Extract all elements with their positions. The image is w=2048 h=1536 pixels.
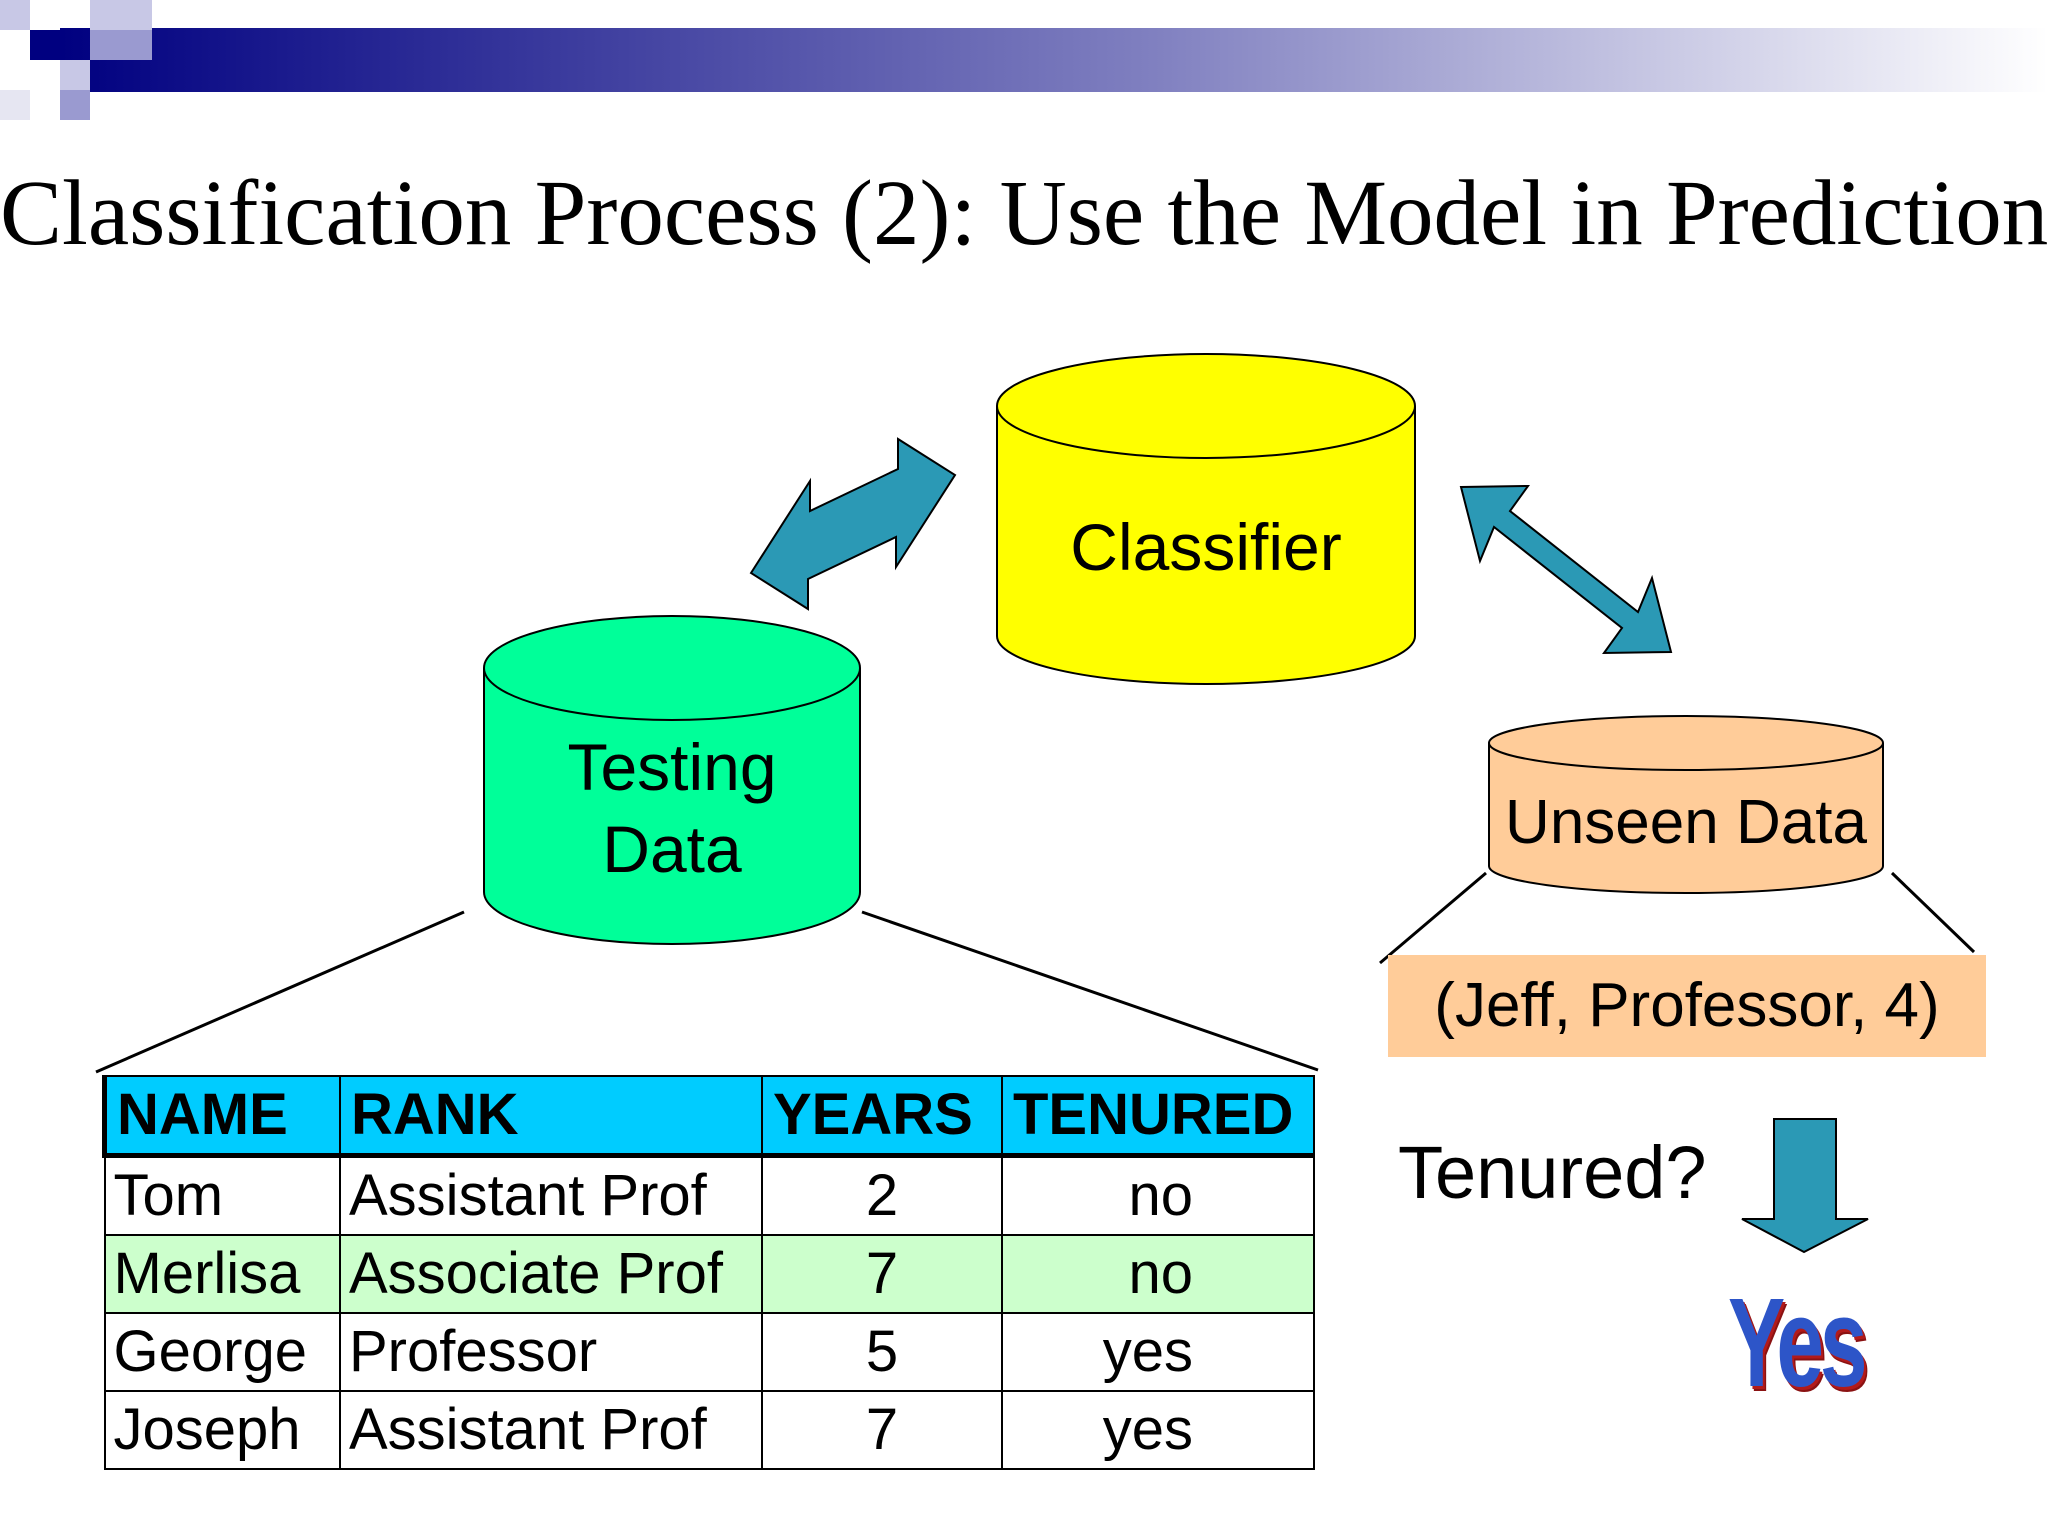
cell-years: 5 <box>761 1312 1003 1392</box>
prediction-question: Tenured? <box>1398 1131 1707 1214</box>
classifier-cylinder: Classifier <box>996 353 1416 685</box>
table-row: Joseph Assistant Prof 7 yes <box>103 1390 1315 1470</box>
banner-square <box>90 30 152 60</box>
header-tenured: TENURED <box>1001 1075 1315 1157</box>
classifier-label: Classifier <box>1070 510 1341 584</box>
cell-rank: Assistant Prof <box>339 1390 763 1470</box>
cell-name: Tom <box>103 1154 341 1236</box>
banner-bar <box>60 28 2048 92</box>
cell-name: Merlisa <box>103 1234 341 1314</box>
cell-rank: Professor <box>339 1312 763 1392</box>
table-row: George Professor 5 yes <box>103 1312 1315 1392</box>
zoom-line-testing-left <box>95 910 465 1074</box>
testing-data-cylinder: Testing Data <box>483 615 861 945</box>
unseen-record: (Jeff, Professor, 4) <box>1388 955 1986 1057</box>
banner-square <box>60 60 90 90</box>
header-years: YEARS <box>761 1075 1003 1157</box>
cell-years: 7 <box>761 1234 1003 1314</box>
cell-tenured: yes <box>1001 1390 1315 1470</box>
banner-square <box>0 90 30 120</box>
slide-title: Classification Process (2): Use the Mode… <box>0 162 2048 265</box>
banner-square <box>0 0 30 30</box>
prediction-answer: Yes <box>1728 1272 1868 1413</box>
table-row: Merlisa Associate Prof 7 no <box>103 1234 1315 1314</box>
cell-tenured: no <box>1001 1234 1315 1314</box>
cell-name: Joseph <box>103 1390 341 1470</box>
header-rank: RANK <box>339 1075 763 1157</box>
banner-square <box>60 90 90 120</box>
cell-tenured: yes <box>1001 1312 1315 1392</box>
cell-rank: Assistant Prof <box>339 1154 763 1236</box>
down-arrow <box>1741 1118 1869 1254</box>
double-arrow-testing-classifier <box>749 437 957 611</box>
testing-data-table: NAME RANK YEARS TENURED Tom Assistant Pr… <box>102 1075 1315 1470</box>
cell-rank: Associate Prof <box>339 1234 763 1314</box>
testing-data-label-line1: Testing <box>567 730 776 804</box>
banner-square <box>30 30 60 60</box>
table-row: Tom Assistant Prof 2 no <box>103 1154 1315 1236</box>
cell-years: 2 <box>761 1154 1003 1236</box>
cell-tenured: no <box>1001 1154 1315 1236</box>
title-banner <box>0 0 2048 120</box>
testing-data-label-line2: Data <box>602 812 742 886</box>
cell-name: George <box>103 1312 341 1392</box>
banner-square <box>90 0 152 30</box>
cell-years: 7 <box>761 1390 1003 1470</box>
zoom-line-unseen-right <box>1890 871 1976 954</box>
unseen-data-label: Unseen Data <box>1505 788 1867 857</box>
zoom-line-testing-right <box>861 910 1319 1072</box>
header-name: NAME <box>102 1075 341 1157</box>
zoom-line-unseen-left <box>1379 871 1487 965</box>
unseen-data-cylinder: Unseen Data <box>1488 715 1884 894</box>
double-arrow-classifier-unseen <box>1459 484 1673 655</box>
table-header-row: NAME RANK YEARS TENURED <box>102 1075 1315 1157</box>
